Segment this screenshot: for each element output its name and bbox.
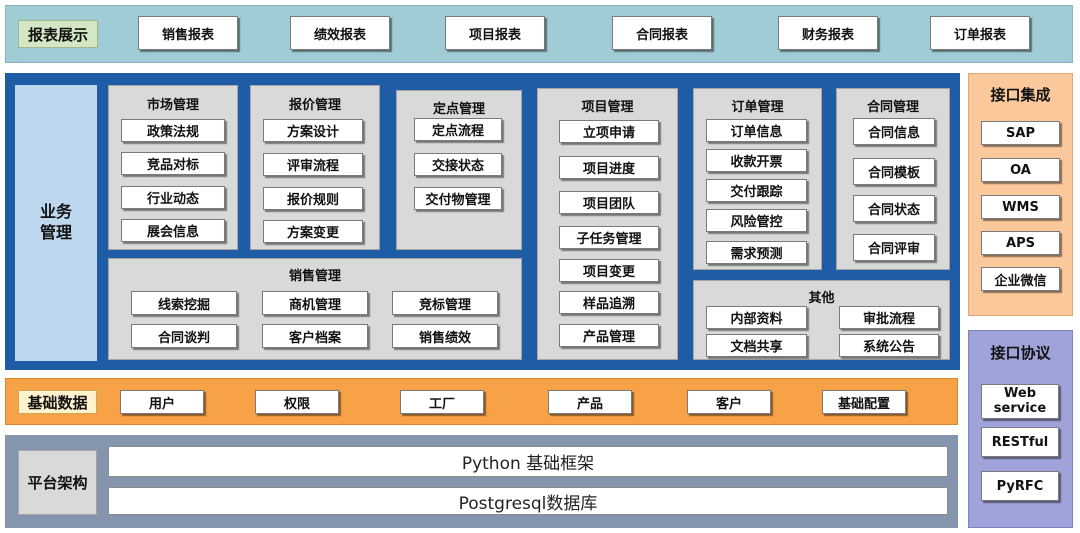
module-item: 线索挖掘 [131,291,237,315]
base-data-label: 基础数据 [18,390,97,414]
module-market: 市场管理 政策法规 竞品对标 行业动态 展会信息 [108,85,238,250]
module-item: 合同模板 [853,158,935,185]
module-item: 审批流程 [839,306,939,329]
platform-framework-bar: Python 基础框架 [108,446,948,477]
module-item: 方案设计 [263,119,363,142]
protocol-item: RESTful [981,427,1059,457]
report-item: 项目报表 [445,16,545,50]
module-item: 行业动态 [121,186,225,209]
platform-database-bar: Postgresql数据库 [108,487,948,515]
module-item: 样品追溯 [559,291,659,314]
module-item: 展会信息 [121,219,225,242]
module-sales: 销售管理 线索挖掘 商机管理 竞标管理 合同谈判 客户档案 销售绩效 [108,258,522,360]
module-item: 风险管控 [706,209,807,232]
module-item: 合同状态 [853,195,935,222]
integration-item: WMS [981,195,1060,219]
module-item: 系统公告 [839,334,939,357]
module-title: 合同管理 [866,100,919,115]
module-order: 订单管理 订单信息 收款开票 交付跟踪 风险管控 需求预测 [693,88,822,270]
integration-title: 接口集成 [990,86,1051,104]
module-item: 交付物管理 [414,187,502,210]
integration-item: 企业微信 [981,267,1060,291]
module-item: 政策法规 [121,119,225,142]
integration-item: SAP [981,121,1060,145]
module-item: 项目进度 [559,156,659,179]
integration-panel: 接口集成 SAP OA WMS APS 企业微信 [968,73,1073,316]
module-item: 方案变更 [263,220,363,243]
protocol-item: PyRFC [981,471,1059,501]
module-item: 评审流程 [263,153,363,176]
module-item: 合同评审 [853,234,935,261]
base-data-item: 用户 [120,390,204,414]
module-item: 竞标管理 [392,291,498,315]
module-item: 内部资料 [706,306,807,329]
report-item: 销售报表 [138,16,238,50]
module-item: 订单信息 [706,119,807,142]
module-item: 客户档案 [262,324,368,348]
base-data-item: 工厂 [400,390,484,414]
module-item: 子任务管理 [559,226,659,249]
module-item: 定点流程 [414,118,502,141]
report-item: 财务报表 [778,16,878,50]
protocol-item: Web service [981,384,1059,419]
module-project: 项目管理 立项申请 项目进度 项目团队 子任务管理 项目变更 样品追溯 产品管理 [537,88,678,360]
module-other: 其他 内部资料 审批流程 文档共享 系统公告 [693,280,950,360]
module-title: 订单管理 [731,100,784,115]
module-item: 交接状态 [414,153,502,176]
integration-item: OA [981,158,1060,182]
module-title: 项目管理 [581,100,634,115]
module-item: 立项申请 [559,120,659,143]
module-item: 商机管理 [262,291,368,315]
module-title: 其他 [808,291,835,306]
module-item: 合同信息 [853,118,935,145]
module-item: 收款开票 [706,149,807,172]
module-title: 定点管理 [432,102,485,117]
module-item: 竞品对标 [121,152,225,175]
report-item: 订单报表 [930,16,1030,50]
module-item: 销售绩效 [392,324,498,348]
module-title: 市场管理 [146,98,199,113]
module-item: 产品管理 [559,324,659,347]
base-data-item: 客户 [687,390,771,414]
protocol-panel: 接口协议 Web service RESTful PyRFC [968,330,1073,528]
module-item: 项目变更 [559,259,659,282]
report-item: 绩效报表 [290,16,390,50]
platform-label: 平台架构 [18,450,97,515]
module-item: 需求预测 [706,241,807,264]
report-label: 报表展示 [18,20,98,48]
module-item: 报价规则 [263,187,363,210]
business-label: 业务管理 [15,85,97,361]
module-item: 交付跟踪 [706,179,807,202]
module-title: 销售管理 [288,269,341,284]
protocol-title: 接口协议 [990,344,1051,362]
module-item: 合同谈判 [131,324,237,348]
module-item: 文档共享 [706,334,807,357]
base-data-item: 基础配置 [822,390,906,414]
module-title: 报价管理 [288,98,341,113]
report-item: 合同报表 [612,16,712,50]
module-quote: 报价管理 方案设计 评审流程 报价规则 方案变更 [250,85,380,250]
module-fixed-point: 定点管理 定点流程 交接状态 交付物管理 [396,90,522,250]
protocol-item-label: Web service [993,385,1047,416]
integration-item: APS [981,231,1060,255]
module-item: 项目团队 [559,191,659,214]
base-data-item: 产品 [548,390,632,414]
base-data-item: 权限 [255,390,339,414]
module-contract: 合同管理 合同信息 合同模板 合同状态 合同评审 [836,88,950,270]
